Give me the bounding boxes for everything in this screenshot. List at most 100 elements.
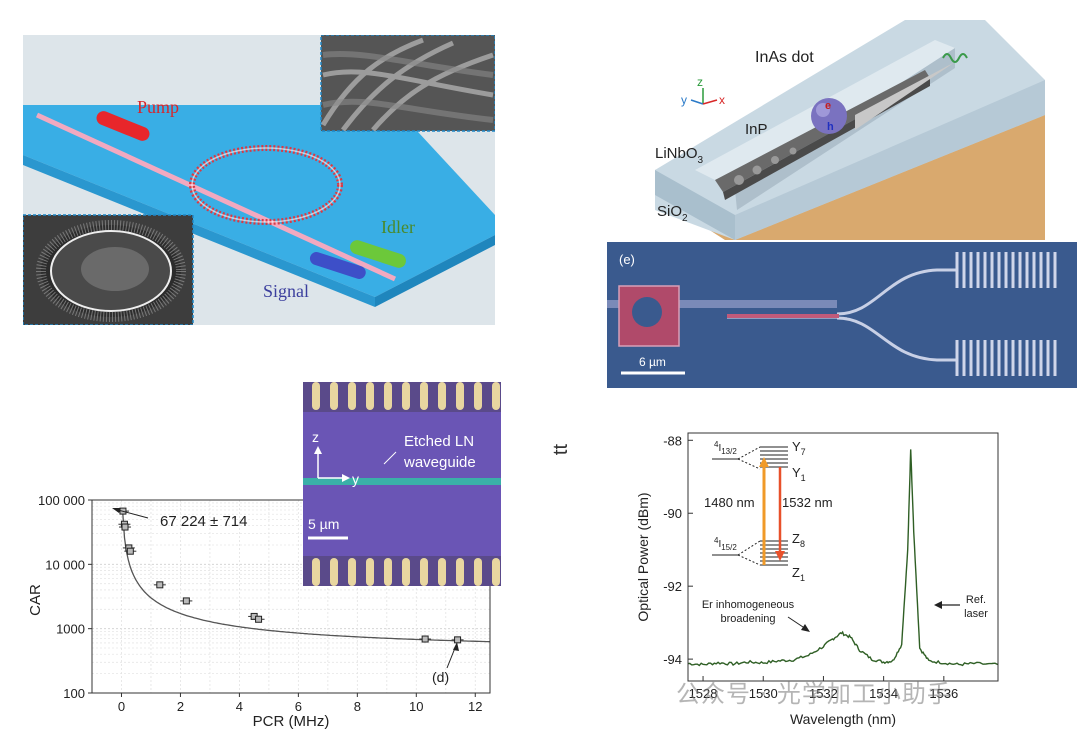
car-ylabel: CAR [27, 584, 44, 616]
inset-y: y [352, 471, 359, 487]
bus-waveguide [35, 112, 397, 282]
scale-label-e: 6 µm [639, 355, 666, 369]
watermark-text: 公众号 · 光学加工小助手 [676, 680, 952, 708]
inp-label: InP [745, 121, 768, 138]
svg-text:Y1: Y1 [792, 465, 806, 483]
ref-label-2: laser [964, 608, 988, 620]
axis-z: z [697, 75, 703, 89]
level-lower-sub: 15/2 [721, 543, 737, 552]
idler-beam [350, 240, 406, 268]
car-data-point [126, 547, 134, 555]
inset-title-2: waveguide [403, 454, 476, 471]
sem-inset-ring-top [23, 214, 194, 325]
inas-dot-label: InAs dot [755, 49, 814, 66]
idler-label: Idler [381, 217, 415, 237]
car-ytick-label: 100 000 [38, 493, 85, 508]
car-data-point [121, 523, 129, 531]
car-ytick-label: 1000 [56, 622, 85, 637]
svg-text:Y7: Y7 [792, 439, 806, 457]
sio2-label: SiO [657, 203, 682, 220]
broadening-label-1: Er inhomogeneous [702, 599, 795, 611]
svg-text:4I15/2: 4I15/2 [714, 536, 737, 552]
car-annotation: 67 224 ± 714 [160, 513, 247, 530]
z1-label: Z [792, 565, 800, 580]
car-data-point [454, 636, 462, 644]
inset-scale: 5 µm [308, 516, 339, 532]
emit-wavelength: 1532 nm [782, 495, 833, 510]
ring-resonator-schematic: Pump Idler Signal [23, 35, 495, 325]
hole-label: h [827, 121, 834, 133]
car-ytick-label: 100 [63, 686, 85, 701]
car-fit-curve [122, 511, 491, 643]
pump-beam [96, 111, 150, 141]
photon-icon [942, 53, 968, 63]
car-data-point [255, 615, 263, 623]
level-lower: I [718, 539, 721, 550]
inset-title-1: Etched LN [404, 433, 474, 450]
car-data-point [156, 581, 164, 589]
spectrum-trace [688, 449, 999, 667]
spec-ylabel: Optical Power (dBm) [635, 492, 651, 621]
ref-label-1: Ref. [966, 594, 986, 606]
linbo3-sub: 3 [698, 155, 704, 166]
sem-inset-sidewall [320, 35, 495, 132]
broadening-label-2: broadening [720, 613, 775, 625]
er-spectrum-chart: 1528 1530 1532 1534 1536 -88 -90 -92 -94 Optical… [635, 432, 999, 727]
y1-label: Y [792, 465, 801, 480]
y7-sub: 7 [801, 447, 806, 457]
car-data-point [421, 635, 429, 643]
spec-xtick-label: 1530 [749, 686, 778, 701]
z1-sub: 1 [800, 573, 805, 583]
car-xtick-label: 2 [177, 699, 184, 714]
sem-device-image: (e) 6 µm [607, 242, 1077, 388]
quantum-dot-schematic: e h z y x InAs dot InP LiNbO3 SiO2 [655, 20, 1045, 240]
sio2-sub: 2 [682, 213, 688, 224]
y7-label: Y [792, 439, 801, 454]
svg-text:Z1: Z1 [792, 565, 805, 583]
level-upper-sub: 13/2 [721, 447, 737, 456]
spec-ytick-label: -92 [663, 579, 682, 594]
spec-ytick-label: -94 [663, 652, 682, 667]
car-xtick-label: 10 [409, 699, 423, 714]
electron-label: e [825, 100, 831, 112]
level-upper: I [718, 443, 721, 454]
ln-waveguide [303, 478, 501, 485]
spec-ytick-label: -90 [663, 506, 682, 521]
axis-x: x [719, 93, 725, 107]
spec-xtick-label: 1536 [929, 686, 958, 701]
car-ytick-label: 10 000 [45, 557, 85, 572]
svg-text:LiNbO3: LiNbO3 [655, 145, 704, 166]
energy-level-diagram: 4I13/2 4I15/2 Y7 Y1 Z8 Z1 1480 nm 1532 n… [704, 439, 833, 583]
car-xtick-label: 4 [236, 699, 243, 714]
spec-xtick-label: 1532 [809, 686, 838, 701]
svg-text:4I13/2: 4I13/2 [714, 440, 737, 456]
y1-sub: 1 [801, 473, 806, 483]
inset-z: z [312, 429, 319, 445]
car-xtick-label: 6 [295, 699, 302, 714]
level-upper-pre: 4 [714, 440, 719, 449]
car-data-point [182, 597, 190, 605]
z8-label: Z [792, 531, 800, 546]
stray-glyph: tt [550, 443, 573, 456]
grating-top [955, 252, 1057, 288]
spec-ytick-label: -88 [663, 433, 682, 448]
car-xlabel: PCR (MHz) [253, 713, 330, 730]
car-vs-pcr-chart: 0 2 4 6 8 10 12 100 1000 10 000 100 000 CAR PCR (M… [27, 382, 501, 730]
z8-sub: 8 [800, 539, 805, 549]
car-xtick-label: 8 [354, 699, 361, 714]
axis-y: y [681, 93, 687, 107]
car-xtick-label: 0 [118, 699, 125, 714]
level-lower-pre: 4 [714, 536, 719, 545]
etched-ln-inset: z y Etched LN waveguide 5 µm [303, 382, 501, 586]
spec-xtick-label: 1534 [869, 686, 898, 701]
signal-beam [309, 252, 366, 279]
spec-xlabel: Wavelength (nm) [790, 711, 896, 727]
grating-bottom [955, 340, 1057, 376]
car-label-d: (d) [432, 669, 449, 685]
spec-xtick-label: 1528 [689, 686, 718, 701]
pump-label: Pump [137, 97, 179, 117]
linbo3-label: LiNbO [655, 145, 698, 162]
car-xtick-label: 12 [468, 699, 482, 714]
panel-e-label: (e) [619, 252, 635, 267]
pump-wavelength: 1480 nm [704, 495, 755, 510]
